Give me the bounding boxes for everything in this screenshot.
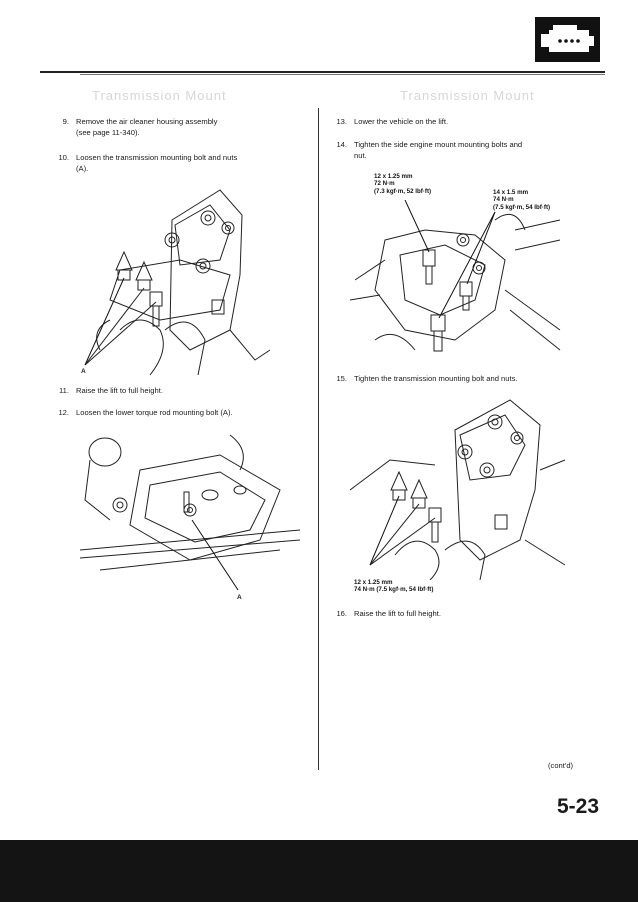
torque-spec-callout: 12 x 1.25 mm 72 N·m (7.3 kgf·m, 52 lbf·f…	[374, 173, 432, 195]
side-engine-mount-illustration	[345, 200, 570, 370]
bleed-through-text-right: Transmission Mount	[400, 88, 535, 103]
continued-note: (cont'd)	[548, 761, 574, 770]
step-text: Remove the air cleaner housing assembly …	[76, 117, 218, 137]
step-number: 11.	[59, 386, 69, 395]
bleed-through-text-left: Transmission Mount	[92, 88, 227, 103]
transmission-mount-tighten-illustration	[345, 390, 570, 580]
step-number: 9.	[62, 117, 69, 126]
torque-rod-illustration	[80, 430, 300, 590]
step-text: Raise the lift to full height.	[354, 609, 441, 618]
figure-label: A	[81, 368, 86, 375]
header-rule	[40, 71, 605, 73]
step-text: Loosen the transmission mounting bolt an…	[76, 153, 238, 173]
step-text: Lower the vehicle on the lift.	[354, 117, 449, 126]
torque-spec-callout: 12 x 1.25 mm 74 N·m (7.5 kgf·m, 54 lbf·f…	[354, 579, 434, 594]
header-subrule	[80, 74, 605, 75]
step-number: 10.	[58, 153, 69, 162]
step-number: 16.	[336, 609, 347, 618]
step-text: Loosen the lower torque rod mounting bol…	[76, 408, 233, 417]
torque-spec-callout: 14 x 1.5 mm 74 N·m (7.5 kgf·m, 54 lbf·ft…	[493, 189, 551, 211]
step-text: Tighten the transmission mounting bolt a…	[354, 374, 518, 383]
step-text: Tighten the side engine mount mounting b…	[354, 140, 523, 160]
step-text: Raise the lift to full height.	[76, 386, 163, 395]
column-divider	[318, 108, 319, 770]
transmission-mount-illustration	[80, 180, 280, 380]
scan-bottom-band	[0, 840, 638, 902]
step-number: 14.	[336, 140, 347, 149]
step-number: 13.	[336, 117, 347, 126]
engine-icon	[535, 17, 600, 62]
page-number: 5-23	[557, 795, 600, 818]
step-number: 15.	[336, 374, 347, 383]
step-number: 12.	[58, 408, 69, 417]
figure-label: A	[237, 594, 242, 601]
